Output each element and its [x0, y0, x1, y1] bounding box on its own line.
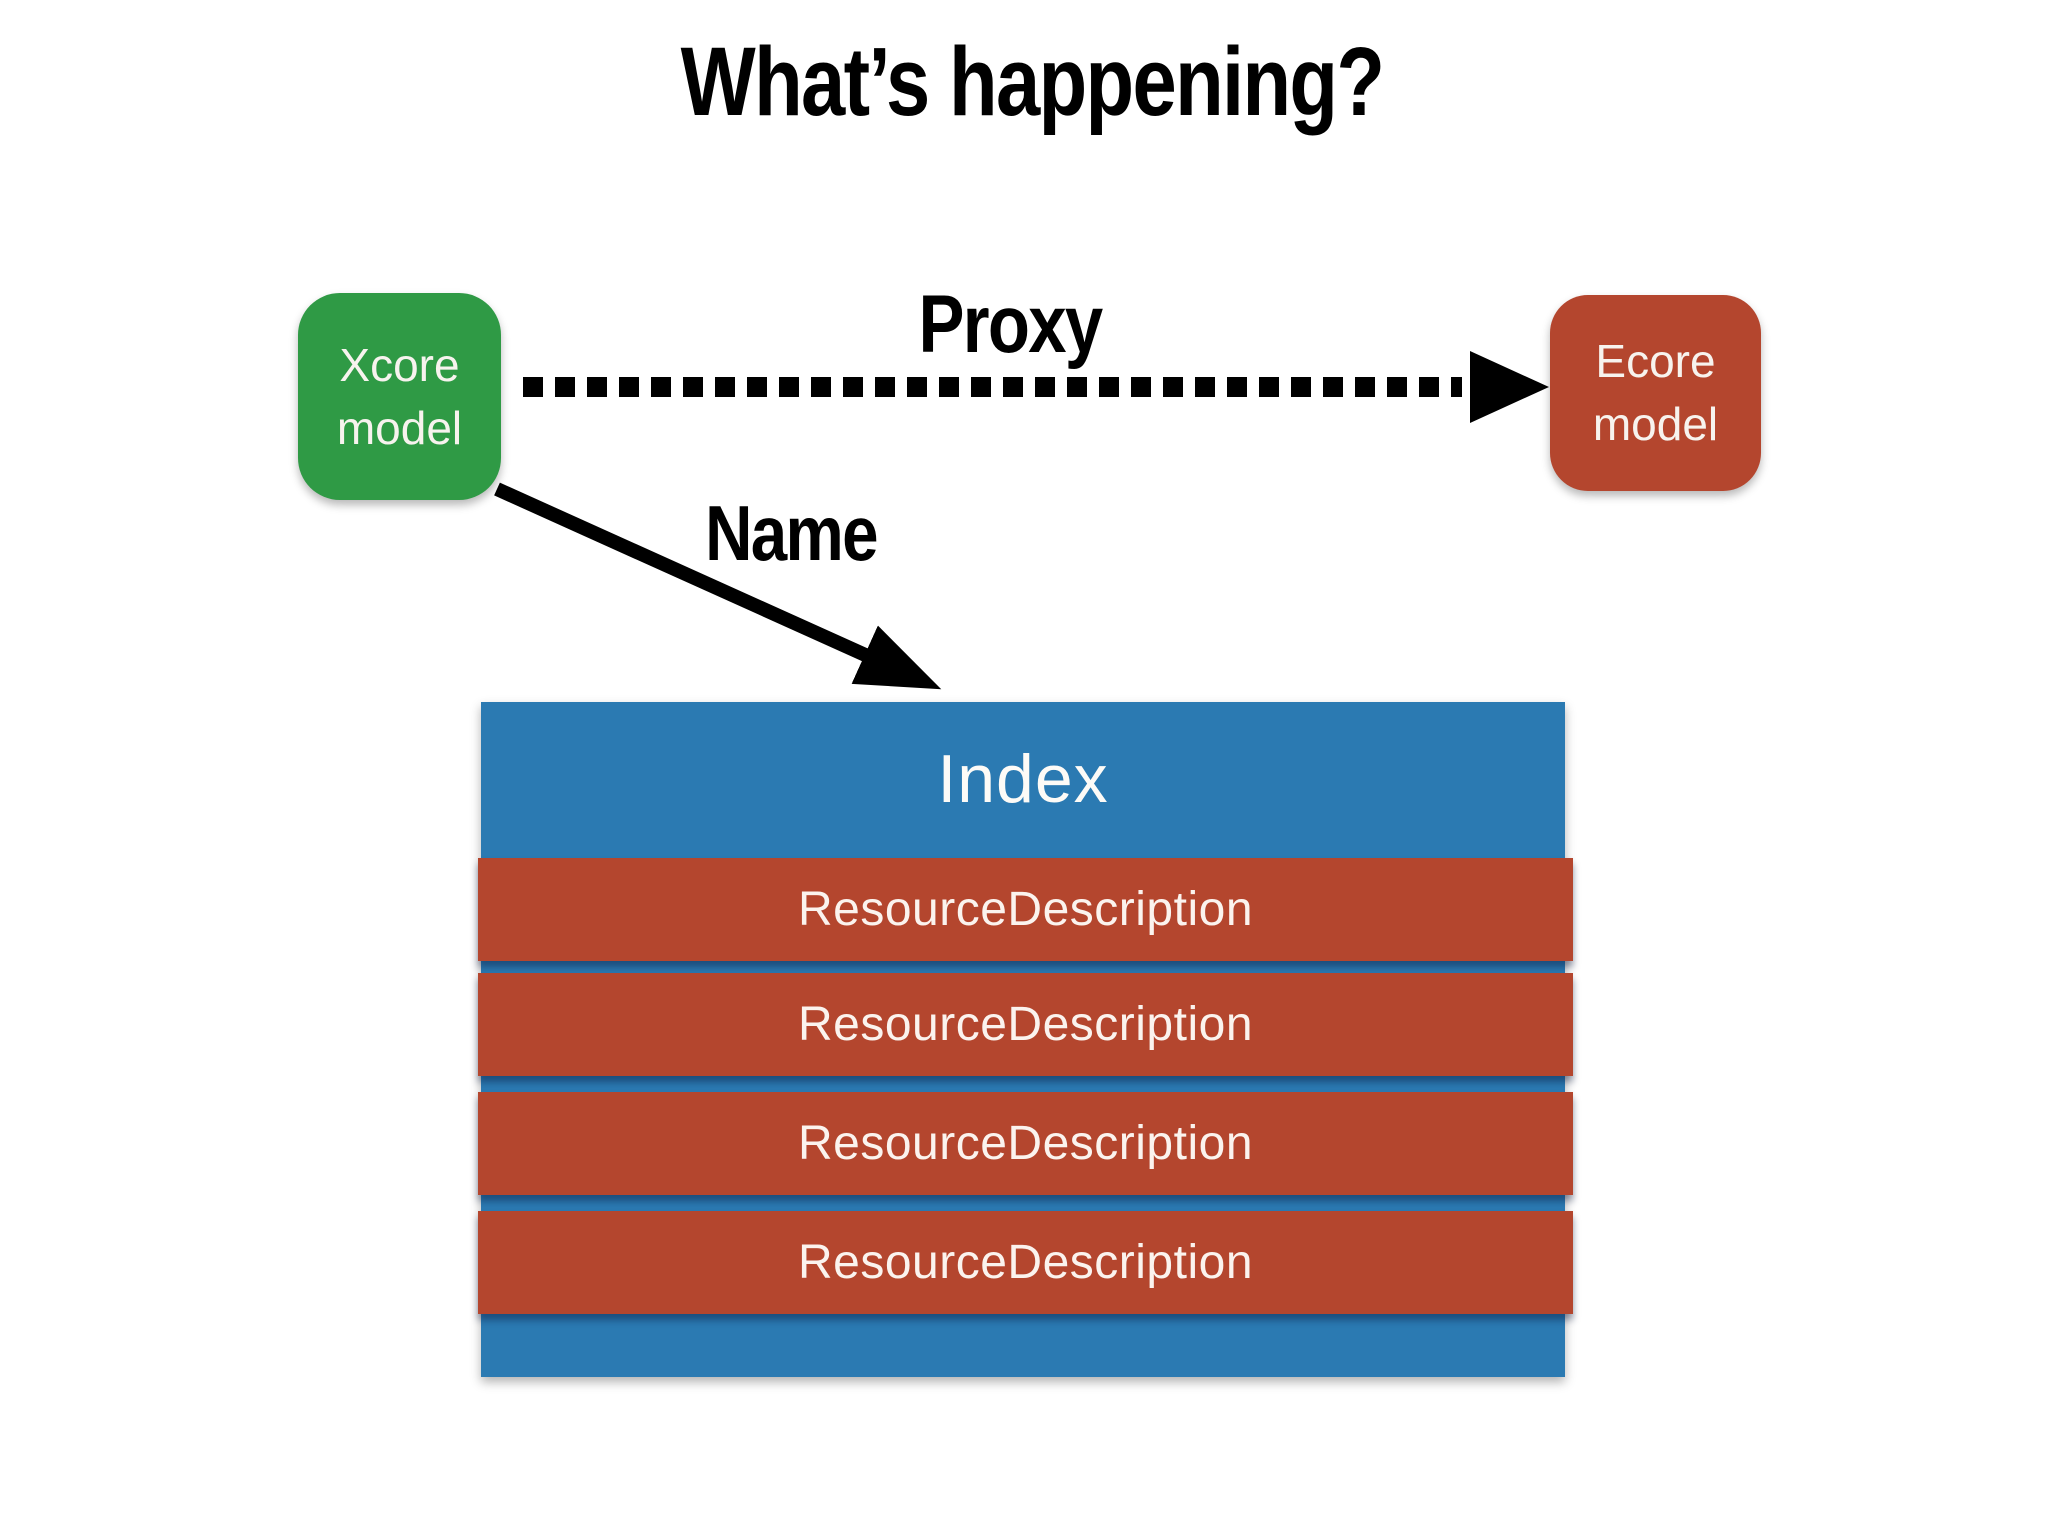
node-xcore-label-line2: model — [336, 401, 463, 454]
index-row: ResourceDescription — [478, 1092, 1573, 1195]
index-row: ResourceDescription — [478, 973, 1573, 1076]
index-row: ResourceDescription — [478, 858, 1573, 961]
slide-title: What’s happening? — [680, 27, 1385, 136]
index-row-label: ResourceDescription — [797, 998, 1254, 1051]
node-xcore-model: Xcore model — [298, 293, 501, 500]
node-xcore-label-line1: Xcore — [339, 338, 460, 391]
index-title: Index — [937, 741, 1109, 817]
index-row-label: ResourceDescription — [797, 1236, 1254, 1289]
index-row: ResourceDescription — [478, 1211, 1573, 1314]
index-box: Index ResourceDescription ResourceDescri… — [478, 702, 1573, 1377]
index-row-label: ResourceDescription — [797, 1117, 1254, 1170]
proxy-arrow-label: Proxy — [918, 279, 1103, 370]
node-ecore-label-line2: model — [1592, 398, 1719, 450]
node-ecore-model: Ecore model — [1550, 295, 1761, 491]
name-arrow-label: Name — [705, 489, 878, 577]
node-ecore-label-line1: Ecore — [1595, 335, 1716, 388]
index-row-label: ResourceDescription — [797, 883, 1254, 936]
